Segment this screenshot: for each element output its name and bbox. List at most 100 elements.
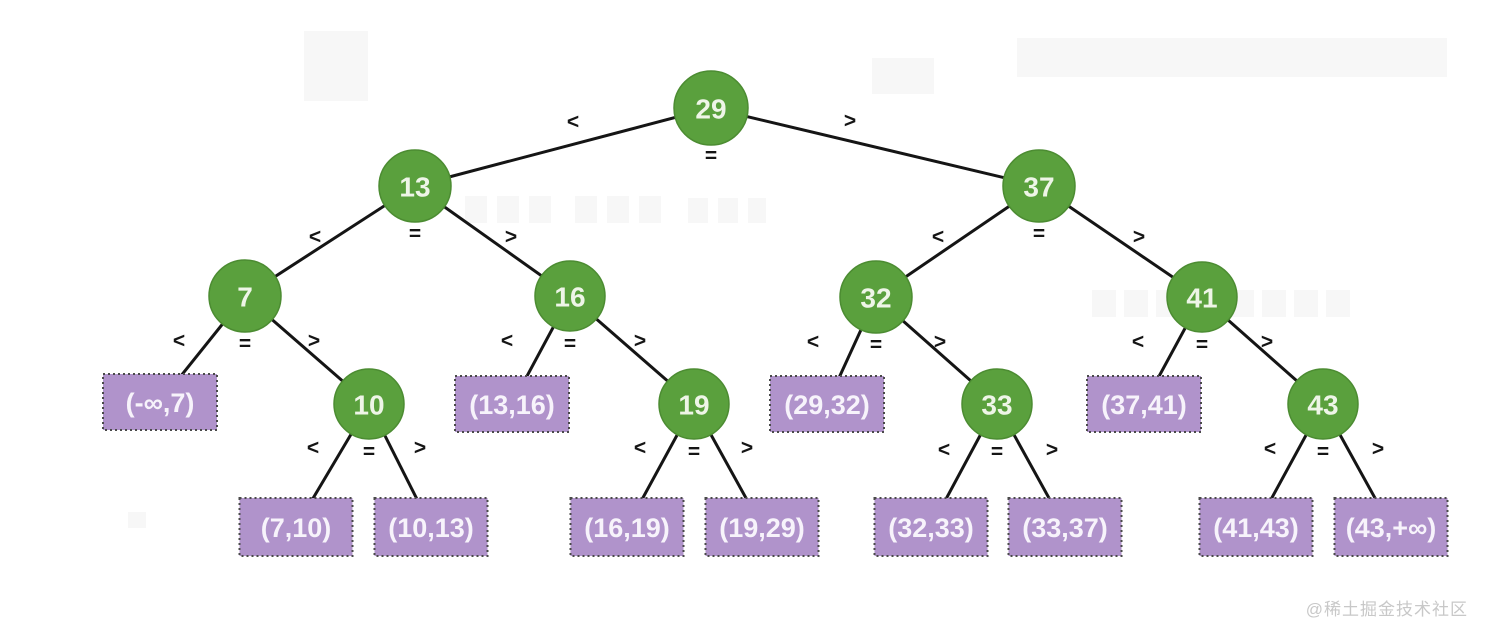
edge-label-29-13: < [567,111,579,134]
background-artifact [1326,290,1350,317]
background-artifact [1294,290,1318,317]
interval-leaf-label-19-29: (19,29) [719,513,805,543]
background-artifact [688,198,708,223]
edge-label-10-7-10: < [307,437,319,460]
interval-leaf-label-29-32: (29,32) [784,390,870,420]
background-artifact [1017,38,1447,77]
edge-label-33-33-37: > [1046,439,1058,462]
edge-label-13-7: < [309,226,321,249]
background-artifact [718,198,738,223]
background-artifact [1262,290,1286,317]
eq-label-43: = [1317,441,1329,464]
edge-label-33-32-33: < [938,439,950,462]
tree-node-label-7: 7 [237,282,253,313]
tree-node-label-10: 10 [353,390,384,421]
edge-label-16-13-16: < [501,330,513,353]
tree-node-43 [1287,368,1359,440]
edge-label-43-43-inf: > [1372,438,1384,461]
background-artifact [497,196,519,223]
interval-leaf-7-10 [238,497,354,557]
interval-leaf-label-10-13: (10,13) [388,513,474,543]
edge-label-37-32: < [932,226,944,249]
edge-label-7-ninf-7: < [173,330,185,353]
edge-label-19-16-19: < [634,437,646,460]
background-artifact [639,196,661,223]
interval-leaf-label-33-37: (33,37) [1022,513,1108,543]
eq-label-7: = [239,333,251,356]
background-artifact [304,31,368,101]
background-artifact [607,196,629,223]
tree-node-10 [333,368,405,440]
background-artifact [575,196,597,223]
edge-label-37-41: > [1133,226,1145,249]
interval-leaf-label-32-33: (32,33) [888,513,974,543]
background-artifact [529,196,551,223]
background-artifact [748,198,766,223]
background-artifact [872,58,934,94]
edge-label-7-10: > [308,330,320,353]
tree-node-label-29: 29 [695,94,726,125]
tree-node-label-32: 32 [860,283,891,314]
eq-label-29: = [705,145,717,168]
background-artifact [1124,290,1148,317]
interval-leaf-32-33 [873,497,989,557]
eq-label-37: = [1033,223,1045,246]
tree-node-13 [378,149,452,223]
tree-node-19 [658,368,730,440]
tree-node-label-43: 43 [1307,390,1338,421]
interval-leaf-label-16-19: (16,19) [584,513,670,543]
tree-node-label-33: 33 [981,390,1012,421]
watermark: @稀土掘金技术社区 [1305,600,1468,619]
tree-node-label-19: 19 [678,390,709,421]
edge-label-41-43: > [1261,331,1273,354]
interval-leaf-37-41 [1086,375,1202,433]
eq-label-13: = [409,223,421,246]
eq-label-10: = [363,441,375,464]
interval-leaf-29-32 [769,375,885,433]
interval-leaf-ninf-7 [102,373,218,431]
eq-label-19: = [688,441,700,464]
edge-label-41-37-41: < [1132,331,1144,354]
edge-29-37 [710,106,1040,188]
edge-label-29-37: > [844,110,856,133]
eq-label-32: = [870,334,882,357]
tree-node-33 [961,368,1033,440]
interval-leaf-10-13 [373,497,489,557]
edge-label-13-16: > [505,226,517,249]
interval-leaf-label-7-10: (7,10) [261,513,332,543]
interval-leaf-19-29 [704,497,820,557]
background-artifact [465,196,487,223]
interval-leaf-43-inf [1333,497,1449,557]
interval-leaf-label-37-41: (37,41) [1101,390,1187,420]
tree-node-label-16: 16 [554,282,585,313]
eq-label-41: = [1196,334,1208,357]
tree-node-label-37: 37 [1023,172,1054,203]
background-artifact [128,512,146,528]
tree-node-label-13: 13 [399,172,430,203]
interval-leaf-13-16 [454,375,570,433]
background-artifact [1092,290,1116,317]
interval-leaf-41-43 [1198,497,1314,557]
edge-label-32-29-32: < [807,331,819,354]
interval-leaf-16-19 [569,497,685,557]
interval-leaf-label-41-43: (41,43) [1213,513,1299,543]
tree-node-41 [1166,261,1238,333]
tree-node-32 [839,260,913,334]
eq-label-16: = [564,333,576,356]
edge-label-16-19: > [634,330,646,353]
edge-29-13 [414,106,712,188]
interval-leaf-33-37 [1007,497,1123,557]
tree-node-37 [1002,149,1076,223]
tree-node-label-41: 41 [1186,283,1217,314]
tree-node-16 [534,260,606,332]
interval-leaf-label-43-inf: (43,+∞) [1346,513,1437,543]
edge-label-10-10-13: > [414,437,426,460]
tree-node-7 [208,259,282,333]
edge-label-32-33: > [934,331,946,354]
interval-leaf-label-ninf-7: (-∞,7) [126,388,195,418]
edge-label-43-41-43: < [1264,438,1276,461]
interval-leaf-label-13-16: (13,16) [469,390,555,420]
eq-label-33: = [991,441,1003,464]
tree-node-29 [673,70,749,146]
